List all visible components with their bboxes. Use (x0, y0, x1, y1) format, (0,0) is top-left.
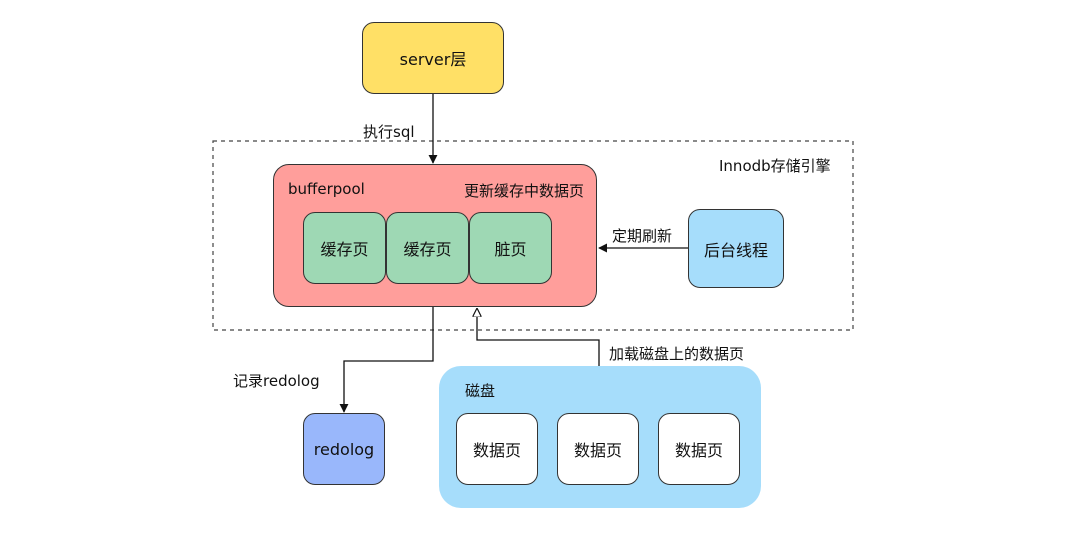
cache-page-1: 缓存页 (303, 212, 386, 284)
data-page-1: 数据页 (456, 413, 538, 485)
edge-record-redolog (339, 307, 434, 413)
background-thread-label: 后台线程 (703, 240, 768, 260)
data-page-3-label: 数据页 (674, 441, 723, 460)
cache-page-2: 缓存页 (386, 212, 469, 284)
data-page-1-label: 数据页 (472, 441, 521, 460)
cache-page-2-label: 缓存页 (403, 240, 452, 259)
data-page-2: 数据页 (557, 413, 639, 485)
cache-page-1-label: 缓存页 (320, 240, 369, 259)
redolog-label: redolog (313, 439, 375, 459)
exec-sql-label: 执行sql (363, 123, 415, 141)
update-note-label: 更新缓存中数据页 (463, 182, 584, 200)
bufferpool-label: bufferpool (288, 180, 365, 198)
redolog-node: redolog (303, 413, 385, 485)
disk-label: 磁盘 (465, 382, 496, 400)
data-page-3: 数据页 (658, 413, 740, 485)
edge-load-disk-pages (477, 309, 600, 366)
dirty-page: 脏页 (469, 212, 552, 284)
engine-container (212, 140, 854, 331)
dirty-page-label: 脏页 (494, 240, 527, 259)
engine-label: Innodb存储引擎 (719, 157, 831, 175)
periodic-flush-label: 定期刷新 (612, 227, 673, 245)
record-redolog-label: 记录redolog (233, 372, 320, 390)
server-label: server层 (399, 50, 467, 69)
background-thread-node: 后台线程 (688, 209, 784, 288)
load-disk-pages-label: 加载磁盘上的数据页 (609, 345, 745, 363)
server-node: server层 (362, 22, 504, 94)
data-page-2-label: 数据页 (573, 441, 622, 460)
